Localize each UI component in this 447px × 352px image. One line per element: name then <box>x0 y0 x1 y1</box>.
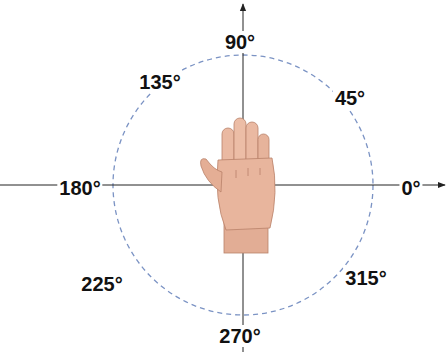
angle-label: 315° <box>343 267 388 289</box>
angle-label: 225° <box>79 273 124 295</box>
angle-label: 270° <box>217 325 262 347</box>
angle-label: 0° <box>399 177 422 199</box>
angle-label: 135° <box>137 71 182 93</box>
angle-label: 180° <box>57 177 102 199</box>
angle-label: 45° <box>333 87 367 109</box>
angle-label: 90° <box>223 31 257 53</box>
hand-illustration <box>201 118 276 253</box>
